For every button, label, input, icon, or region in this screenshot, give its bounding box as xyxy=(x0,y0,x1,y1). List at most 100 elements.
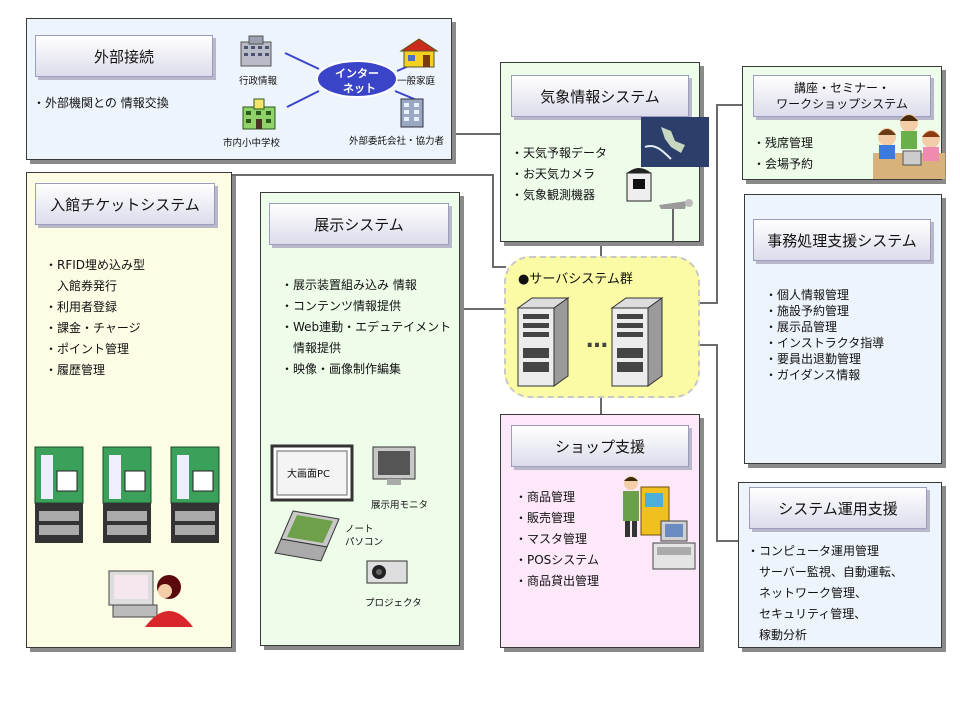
seminar-item: ・会場予約 xyxy=(753,157,814,171)
office-item: ・要員出退勤管理 xyxy=(765,352,862,366)
office-item: ・展示品管理 xyxy=(765,320,838,334)
office-item: ・施設予約管理 xyxy=(765,304,850,318)
shop-item: ・POSシステム xyxy=(515,553,599,567)
laptop-label-2: パソコン xyxy=(345,537,384,548)
weather-item: ・天気予報データ xyxy=(511,146,608,160)
connector-seminar-h xyxy=(716,104,742,106)
school-label: 市内小中学校 xyxy=(223,138,281,149)
partner-label: 外部委託会社・協力者 xyxy=(349,136,445,147)
shop-panel: ショップ支援 ・商品管理 ・販売管理 ・マスタ管理 ・POSシステム ・商品貸出… xyxy=(500,414,700,648)
camera-icon xyxy=(626,168,652,202)
seminar-title-line-2: ワークショップシステム xyxy=(776,97,908,111)
students-icon xyxy=(873,114,945,179)
external-panel: 外部接続 ・外部機関との 情報交換 行政情報 インター ネット 一般家庭 市内小… xyxy=(26,18,452,160)
exhibit-item: ・コンテンツ情報提供 xyxy=(281,299,402,313)
ticket-gate-icon xyxy=(34,446,84,543)
exhibit-items: ・展示装置組み込み 情報 ・コンテンツ情報提供 ・Web連動・エデュテイメント … xyxy=(281,275,451,380)
shop-item: ・マスタ管理 xyxy=(515,532,588,546)
ticket-gate-icon xyxy=(170,446,220,543)
office-items: ・個人情報管理 ・施設予約管理 ・展示品管理 ・インストラクタ指導 ・要員出退勤… xyxy=(765,287,884,383)
shop-item: ・販売管理 xyxy=(515,511,576,525)
seminar-items: ・残席管理 ・会場予約 xyxy=(753,133,813,175)
ops-item: 稼動分析 xyxy=(747,628,808,642)
weather-map-icon xyxy=(641,117,709,167)
ops-item: セキュリティ管理、 xyxy=(747,607,867,621)
ops-item: サーバー監視、自動運転、 xyxy=(747,565,903,579)
gov-label: 行政情報 xyxy=(239,76,278,87)
external-items: ・外部機関との 情報交換 xyxy=(33,93,169,114)
connector-seminar-v xyxy=(716,104,718,304)
ticket-panel: 入館チケットシステム ・RFID埋め込み型 入館券発行 ・利用者登録 ・課金・チ… xyxy=(26,172,232,648)
connector-ticket-server-v xyxy=(492,174,494,268)
laptop-icon xyxy=(274,510,340,562)
ticket-item: 入館券発行 xyxy=(45,279,118,293)
ops-items: ・コンピュータ運用管理 サーバー監視、自動運転、 ネットワーク管理、 セキュリテ… xyxy=(747,541,903,646)
seminar-title-line-1: 講座・セミナー・ xyxy=(793,81,890,95)
ticket-item: ・課金・チャージ xyxy=(45,321,141,335)
ticket-item: ・ポイント管理 xyxy=(45,342,130,356)
office-title: 事務処理支援システム xyxy=(753,219,931,261)
connector-ops-v xyxy=(716,344,718,542)
seminar-title: 講座・セミナー・ ワークショップシステム xyxy=(753,75,931,117)
internet-label-2: ネット xyxy=(343,82,376,95)
server-icon xyxy=(516,297,570,387)
exhibit-item: ・映像・画像制作編集 xyxy=(281,362,402,376)
external-title: 外部接続 xyxy=(35,35,213,77)
exhibit-item: ・Web連動・エデュテイメント xyxy=(281,320,452,334)
pos-register-icon xyxy=(652,520,696,570)
building-icon xyxy=(240,35,272,67)
exhibit-item: 情報提供 xyxy=(281,341,342,355)
connector-ops-h2 xyxy=(716,540,738,542)
exhibit-title: 展示システム xyxy=(269,203,449,245)
ops-title: システム運用支援 xyxy=(749,487,927,529)
ops-item: ・コンピュータ運用管理 xyxy=(747,544,880,558)
monitor-label: 展示用モニタ xyxy=(371,500,429,511)
operator-icon xyxy=(108,570,193,627)
server-title: ●サーバシステム群 xyxy=(518,272,633,287)
exhibit-panel: 展示システム ・展示装置組み込み 情報 ・コンテンツ情報提供 ・Web連動・エデ… xyxy=(260,192,460,646)
house-icon xyxy=(399,38,439,68)
bigscreen-label: 大画面PC xyxy=(287,469,331,480)
big-screen-pc-icon xyxy=(270,444,354,502)
weather-panel: 気象情報システム ・天気予報データ ・お天気カメラ ・気象観測機器 xyxy=(500,62,709,243)
ticket-item: ・RFID埋め込み型 xyxy=(45,258,146,272)
weather-sensor-icon xyxy=(659,199,693,243)
shop-items: ・商品管理 ・販売管理 ・マスタ管理 ・POSシステム ・商品貸出管理 xyxy=(515,487,599,592)
ticket-items: ・RFID埋め込み型 入館券発行 ・利用者登録 ・課金・チャージ ・ポイント管理… xyxy=(45,255,145,381)
shop-item: ・商品管理 xyxy=(515,490,576,504)
laptop-label-1: ノート xyxy=(345,524,374,535)
seminar-panel: 講座・セミナー・ ワークショップシステム ・残席管理 ・会場予約 xyxy=(742,66,945,180)
ticket-title: 入館チケットシステム xyxy=(35,183,215,225)
internet-label-1: インター xyxy=(335,67,379,80)
ticket-item: ・履歴管理 xyxy=(45,363,106,377)
connector-exhibit-server xyxy=(460,308,504,310)
office-panel: 事務処理支援システム ・個人情報管理 ・施設予約管理 ・展示品管理 ・インストラ… xyxy=(744,194,942,464)
connector-ticket-server xyxy=(232,174,494,176)
external-item: ・外部機関との 情報交換 xyxy=(33,96,169,110)
home-label: 一般家庭 xyxy=(397,76,436,87)
ticket-gate-icon xyxy=(102,446,152,543)
weather-item: ・お天気カメラ xyxy=(511,167,596,181)
display-monitor-icon xyxy=(372,446,416,485)
office-building-icon xyxy=(400,98,424,128)
server-ellipsis: … xyxy=(586,328,608,353)
projector-label: プロジェクタ xyxy=(365,598,422,609)
ops-item: ネットワーク管理、 xyxy=(747,586,868,600)
office-item: ・ガイダンス情報 xyxy=(765,368,861,382)
connector-ticket-server-h2 xyxy=(492,266,506,268)
weather-title: 気象情報システム xyxy=(511,75,689,117)
ops-panel: システム運用支援 ・コンピュータ運用管理 サーバー監視、自動運転、 ネットワーク… xyxy=(738,482,942,648)
exhibit-item: ・展示装置組み込み 情報 xyxy=(281,278,417,292)
connector-ops-h xyxy=(700,344,718,346)
internet-cloud-icon xyxy=(316,60,398,98)
connector-seminar-h2 xyxy=(700,302,718,304)
school-icon xyxy=(242,98,276,130)
shop-item: ・商品貸出管理 xyxy=(515,574,600,588)
ticket-item: ・利用者登録 xyxy=(45,300,118,314)
office-item: ・個人情報管理 xyxy=(765,288,850,302)
server-icon xyxy=(610,297,664,387)
weather-item: ・気象観測機器 xyxy=(511,188,596,202)
shop-title: ショップ支援 xyxy=(511,425,689,467)
connector-weather-server xyxy=(600,240,602,256)
projector-icon xyxy=(366,560,408,584)
